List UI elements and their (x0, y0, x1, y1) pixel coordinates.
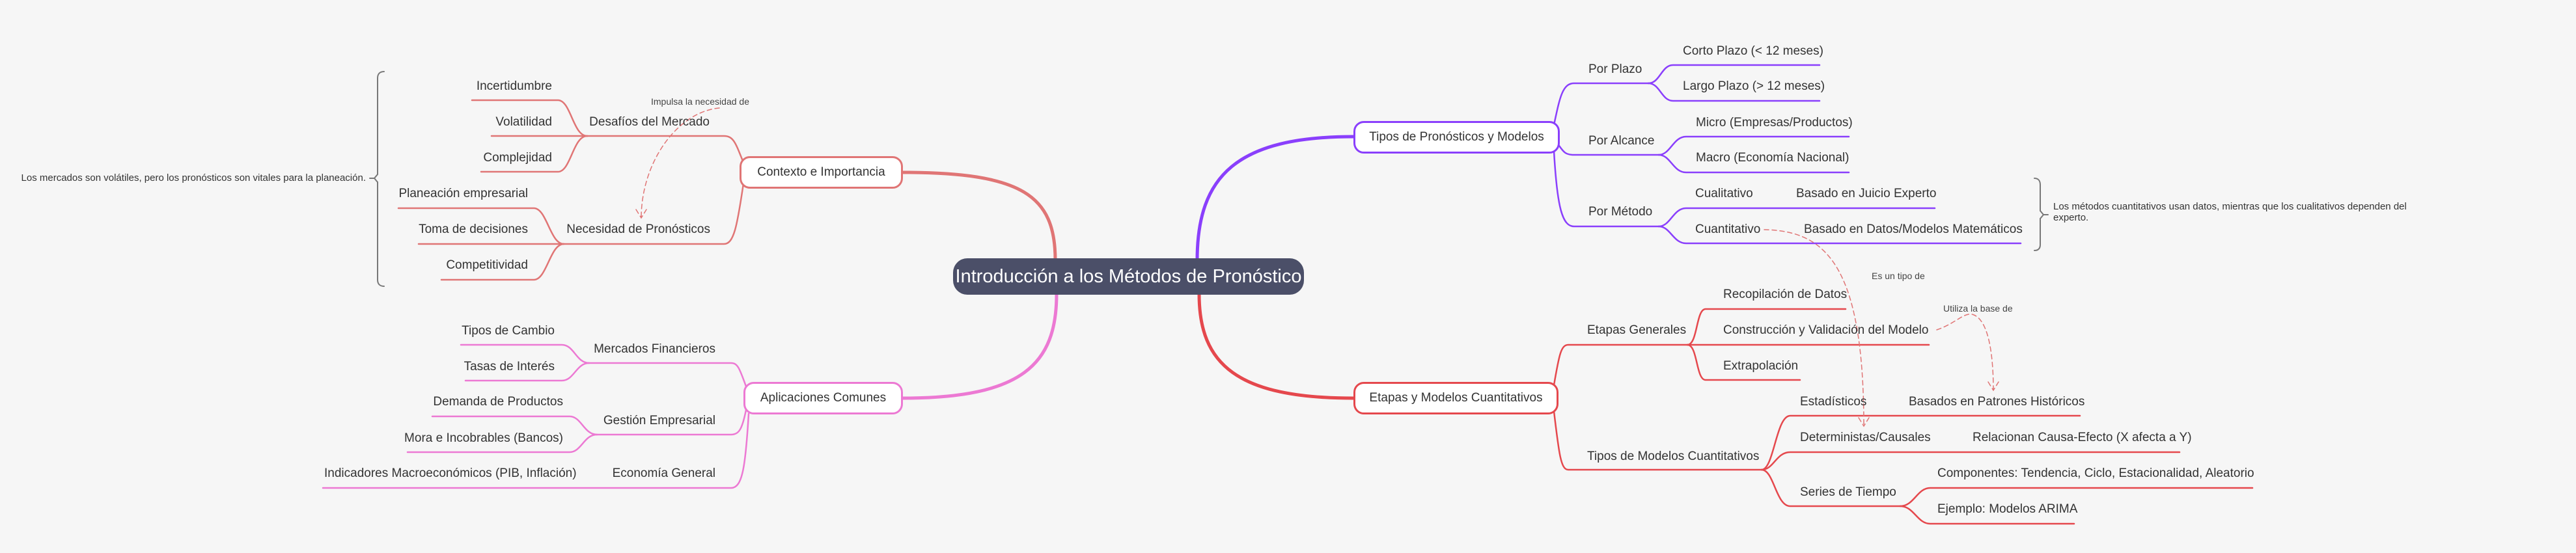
node-estadisticos[interactable]: Estadísticos (1800, 395, 1867, 409)
note-bracket-left (369, 71, 385, 287)
link-macro (1657, 154, 1850, 174)
node-economia-general[interactable]: Economía General (612, 466, 715, 480)
note-contexto: Los mercados son volátiles, pero los pro… (21, 172, 366, 183)
node-tipos-cambio[interactable]: Tipos de Cambio (462, 324, 555, 338)
node-datos-modelos[interactable]: Basado en Datos/Modelos Matemáticos (1804, 223, 2023, 236)
link-estadisticos (1760, 414, 2081, 471)
link-mercados (588, 362, 747, 388)
node-juicio-experto[interactable]: Basado en Juicio Experto (1796, 187, 1937, 200)
relation-utiliza-arrow (1936, 314, 1999, 392)
link-competitividad (440, 243, 565, 281)
node-por-metodo[interactable]: Por Método (1588, 205, 1653, 219)
node-por-plazo[interactable]: Por Plazo (1588, 62, 1642, 76)
note-bracket-right (2034, 178, 2049, 251)
node-mora-incobrables[interactable]: Mora e Incobrables (Bancos) (404, 431, 563, 445)
link-central-contexto (900, 170, 1057, 262)
node-corto-plazo[interactable]: Corto Plazo (< 12 meses) (1683, 44, 1823, 58)
node-etapas-generales[interactable]: Etapas Generales (1587, 323, 1687, 337)
link-arima (1899, 505, 2075, 525)
node-series-tiempo[interactable]: Series de Tiempo (1800, 485, 1896, 499)
link-extrapolacion (1686, 344, 1801, 381)
link-componentes (1899, 487, 2254, 507)
topic-contexto[interactable]: Contexto e Importancia (740, 156, 903, 189)
relation-es-un-tipo-label: Es un tipo de (1872, 271, 1925, 281)
central-topic-label: Introducción a los Métodos de Pronóstico (955, 265, 1302, 287)
link-central-etapas (1197, 292, 1355, 400)
link-mora (406, 433, 598, 453)
node-gestion-empresarial[interactable]: Gestión Empresarial (603, 414, 715, 427)
link-por-plazo (1553, 82, 1650, 126)
node-largo-plazo[interactable]: Largo Plazo (> 12 meses) (1683, 79, 1825, 93)
link-tasas (464, 362, 590, 382)
link-incertidumbre (471, 99, 589, 137)
link-cuantitativo (1657, 225, 2022, 245)
node-necesidad[interactable]: Necesidad de Pronósticos (566, 223, 710, 236)
link-tipos-cambio (460, 344, 590, 364)
node-causa-efecto[interactable]: Relacionan Causa-Efecto (X afecta a Y) (1973, 431, 2192, 444)
node-complejidad[interactable]: Complejidad (483, 151, 552, 165)
link-micro (1657, 135, 1850, 156)
link-necesidad (562, 182, 745, 245)
node-deterministas[interactable]: Deterministas/Causales (1800, 431, 1931, 444)
link-planeacion (397, 207, 565, 245)
node-macro[interactable]: Macro (Economía Nacional) (1696, 151, 1849, 165)
central-topic[interactable]: Introducción a los Métodos de Pronóstico (953, 258, 1304, 295)
node-tasas-interes[interactable]: Tasas de Interés (464, 360, 555, 373)
topic-etapas-label: Etapas y Modelos Cuantitativos (1369, 391, 1543, 405)
node-planeacion[interactable]: Planeación empresarial (398, 187, 528, 200)
link-corto (1647, 64, 1821, 85)
link-demanda (431, 415, 598, 436)
note-tipos: Los métodos cuantitativos usan datos, mi… (2053, 201, 2407, 223)
node-arima[interactable]: Ejemplo: Modelos ARIMA (1937, 502, 2078, 516)
relation-impulsa-label: Impulsa la necesidad de (651, 96, 749, 107)
node-demanda-productos[interactable]: Demanda de Productos (433, 395, 563, 409)
link-gestion (596, 409, 747, 436)
node-micro[interactable]: Micro (Empresas/Productos) (1696, 116, 1853, 129)
node-indicadores-macro[interactable]: Indicadores Macroeconómicos (PIB, Inflac… (324, 466, 577, 480)
node-componentes[interactable]: Componentes: Tendencia, Ciclo, Estaciona… (1937, 466, 2254, 480)
topic-aplicaciones-label: Aplicaciones Comunes (760, 391, 887, 405)
link-complejidad (480, 135, 589, 173)
relation-es-un-tipo-arrow (1764, 229, 1870, 427)
topic-etapas[interactable]: Etapas y Modelos Cuantitativos (1353, 382, 1558, 414)
link-largo (1647, 82, 1821, 102)
node-cuantitativo[interactable]: Cuantitativo (1695, 223, 1761, 236)
topic-tipos[interactable]: Tipos de Pronósticos y Modelos (1353, 121, 1560, 154)
node-por-alcance[interactable]: Por Alcance (1588, 134, 1655, 148)
node-tipos-modelos[interactable]: Tipos de Modelos Cuantitativos (1587, 450, 1760, 463)
link-series (1760, 468, 1902, 507)
link-desafios (586, 135, 745, 164)
node-desafios[interactable]: Desafíos del Mercado (589, 115, 710, 129)
link-recopilacion (1686, 308, 1847, 346)
node-incertidumbre[interactable]: Incertidumbre (476, 79, 552, 93)
node-volatilidad[interactable]: Volatilidad (495, 115, 552, 129)
link-por-alcance (1558, 144, 1660, 156)
link-por-metodo (1553, 150, 1660, 228)
link-central-aplicaciones (901, 292, 1059, 400)
node-construccion[interactable]: Construcción y Validación del Modelo (1723, 323, 1929, 337)
node-toma-decisiones[interactable]: Toma de decisiones (419, 223, 528, 236)
node-cualitativo[interactable]: Cualitativo (1695, 187, 1753, 200)
link-central-tipos (1195, 135, 1355, 262)
topic-contexto-label: Contexto e Importancia (757, 165, 885, 179)
link-tipos-modelos (1553, 410, 1763, 471)
node-competitividad[interactable]: Competitividad (446, 258, 528, 272)
topic-aplicaciones[interactable]: Aplicaciones Comunes (743, 382, 903, 414)
node-patrones-historicos[interactable]: Basados en Patrones Históricos (1909, 395, 2085, 409)
relation-utiliza-label: Utiliza la base de (1943, 303, 2013, 314)
link-cualitativo (1657, 207, 1936, 228)
node-extrapolacion[interactable]: Extrapolación (1723, 359, 1799, 373)
topic-tipos-label: Tipos de Pronósticos y Modelos (1369, 130, 1544, 144)
link-deterministas (1760, 451, 2181, 471)
node-recopilacion[interactable]: Recopilación de Datos (1723, 288, 1848, 301)
node-mercados-financieros[interactable]: Mercados Financieros (594, 342, 715, 356)
relation-impulsa-arrow (635, 107, 720, 219)
link-economia (322, 412, 750, 489)
link-etapas-generales (1553, 344, 1689, 386)
